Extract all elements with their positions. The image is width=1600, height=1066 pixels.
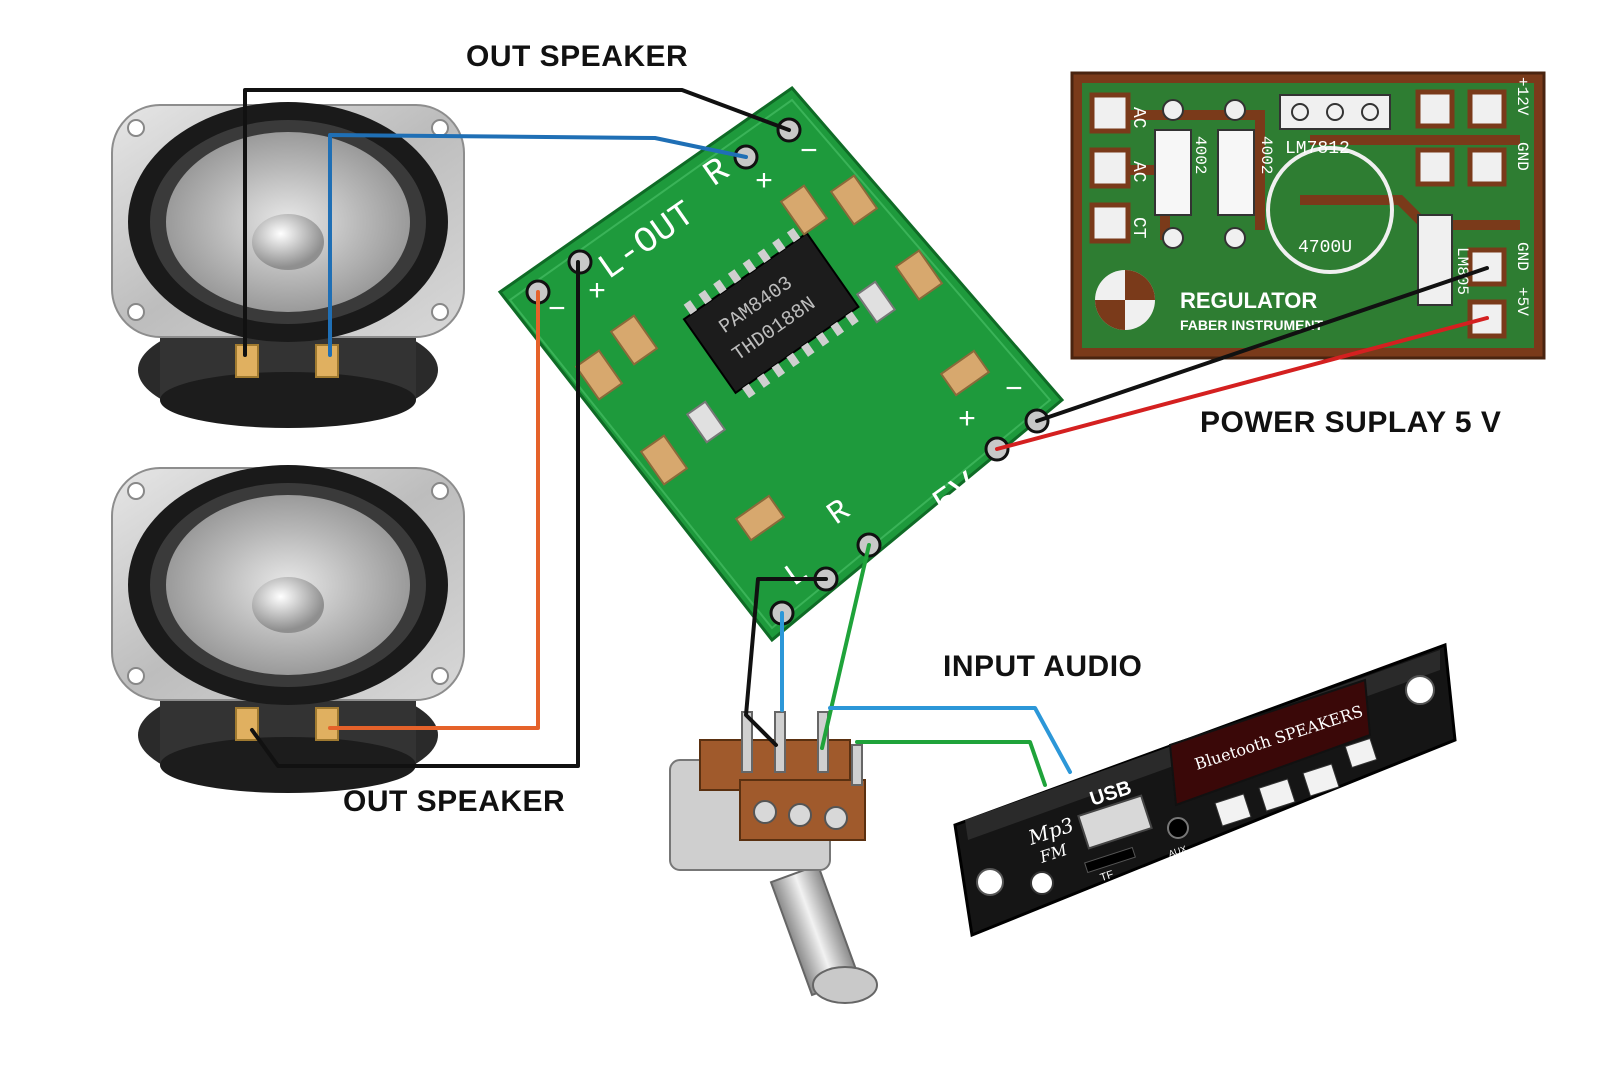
wire-bottom-speaker-black [250, 260, 580, 768]
wire-pot-mp3-green [855, 740, 1047, 787]
reg-label-diode2: 4002 [1257, 136, 1275, 174]
regulator-board: AC AC CT 4002 4002 LM7812 4700U LM805 RE… [1070, 71, 1546, 360]
smd-components [574, 174, 991, 542]
label-power-supply: POWER SUPLAY 5 V [1200, 406, 1502, 439]
reg-label-5v: +5V [1513, 287, 1531, 316]
wire-input-black [744, 577, 828, 747]
reg-label-ac1: AC [1128, 107, 1148, 129]
label-minus-l: − [548, 294, 566, 328]
reg-label-gnd1: GND [1513, 142, 1531, 171]
wire-pot-mp3-blue [828, 706, 1072, 774]
label-minus-r: − [800, 136, 818, 170]
reg-label-12v: +12V [1513, 77, 1531, 116]
wire-bottom-speaker-orange [328, 290, 540, 730]
reg-label-lm805: LM805 [1453, 247, 1471, 295]
reg-label-title: REGULATOR [1180, 288, 1317, 313]
mp3-bluetooth-module: Bluetooth SPEAKERS USB Mp3 FM TF AUX [953, 642, 1457, 938]
label-out-speaker-top: OUT SPEAKER [466, 40, 689, 73]
reg-label-diode1: 4002 [1191, 136, 1209, 174]
label-input-audio: INPUT AUDIO [943, 650, 1143, 683]
amp-pads [525, 117, 1050, 626]
reg-label-cap: 4700U [1298, 238, 1352, 258]
amplifier-board: PAM8403 THD0188N L-OUT R + + − − 5V + − … [497, 85, 1065, 643]
faber-logo [1095, 270, 1155, 330]
reg-label-subtitle: FABER INSTRUMENT [1180, 317, 1324, 333]
label-out-speaker-bottom: OUT SPEAKER [343, 785, 566, 818]
label-minus-5v: − [1005, 374, 1023, 408]
wire-input-green [820, 543, 871, 750]
label-plus-l: + [588, 276, 606, 310]
reg-label-gnd2: GND [1513, 242, 1531, 271]
reg-label-ac2: AC [1128, 161, 1148, 183]
wire-top-speaker-black [243, 88, 791, 357]
label-plus-5v: + [958, 404, 976, 438]
wire-top-speaker-blue [328, 133, 748, 357]
wires [243, 88, 1489, 787]
reg-label-lm7812: LM7812 [1285, 139, 1350, 159]
wire-power-red [995, 316, 1489, 451]
potentiometer [669, 711, 878, 1004]
speaker-bottom [111, 465, 465, 793]
mp3-tf: TF [1099, 869, 1116, 885]
wire-power-black [1035, 266, 1489, 423]
label-plus-r: + [755, 166, 773, 200]
reg-label-ct: CT [1128, 217, 1148, 239]
speaker-top [111, 102, 465, 428]
